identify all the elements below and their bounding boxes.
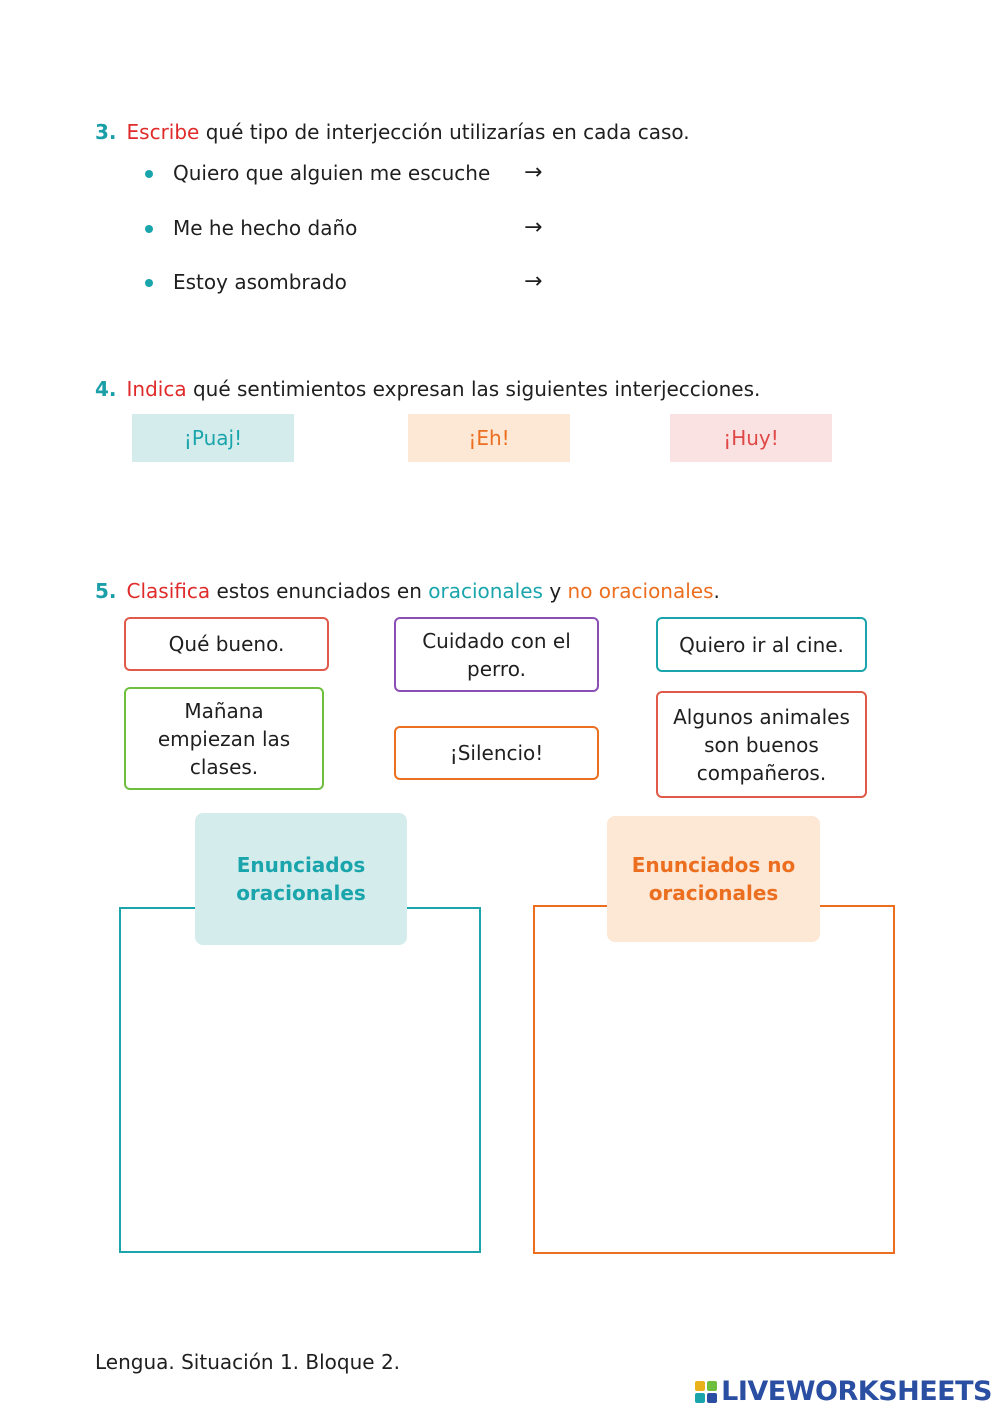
interjection-box-eh: ¡Eh!	[408, 414, 570, 462]
sentence-text: Algunos animales son buenos compañeros.	[673, 704, 850, 785]
question-4-title: 4. Indica qué sentimientos expresan las s…	[95, 377, 760, 401]
sentence-card-animales[interactable]: Algunos animales son buenos compañeros.	[656, 691, 867, 798]
footer-text: Lengua. Situación 1. Bloque 2.	[95, 1350, 401, 1374]
sentence-text: ¡Silencio!	[449, 741, 544, 765]
question-number: 3.	[95, 120, 117, 144]
interjection-label: ¡Puaj!	[183, 426, 243, 450]
bin-label-text: Enunciados no oracionales	[631, 853, 796, 905]
question-text: estos enunciados en	[210, 579, 429, 603]
drop-zone-oracionales[interactable]	[119, 907, 481, 1253]
question-text: .	[713, 579, 720, 603]
liveworksheets-logo-icon	[695, 1380, 718, 1403]
bin-label-text: Enunciados oracionales	[236, 853, 366, 905]
sentence-card-que-bueno[interactable]: Qué bueno.	[124, 617, 329, 671]
bullet-icon	[145, 225, 153, 233]
drop-zone-no-oracionales[interactable]	[533, 905, 895, 1254]
interjection-box-puaj: ¡Puaj!	[132, 414, 294, 462]
sentence-card-cine[interactable]: Quiero ir al cine.	[656, 617, 867, 672]
bin-label-no-oracionales: Enunciados no oracionales	[607, 816, 820, 942]
arrow-right-icon: →	[524, 269, 543, 294]
question-verb: Clasifica	[126, 579, 211, 603]
sentence-card-silencio[interactable]: ¡Silencio!	[394, 726, 599, 780]
category-oracionales: oracionales	[428, 579, 543, 603]
list-item: Me he hecho daño	[173, 216, 358, 240]
list-item: Estoy asombrado	[173, 270, 347, 294]
question-number: 5.	[95, 579, 117, 603]
interjection-label: ¡Huy!	[723, 426, 779, 450]
bullet-icon	[145, 170, 153, 178]
sentence-text: Quiero ir al cine.	[679, 632, 844, 657]
list-item: Quiero que alguien me escuche	[173, 161, 491, 185]
arrow-right-icon: →	[524, 160, 543, 185]
question-text: qué tipo de interjección utilizarías en …	[199, 120, 690, 144]
sentence-text: Mañana empiezan las clases.	[157, 698, 291, 779]
sentence-card-manana[interactable]: Mañana empiezan las clases.	[124, 687, 324, 790]
bullet-icon	[145, 279, 153, 287]
sentence-text: Cuidado con el perro.	[422, 628, 571, 681]
sentence-card-cuidado[interactable]: Cuidado con el perro.	[394, 617, 599, 692]
question-3-title: 3. Escribe qué tipo de interjección utili…	[95, 120, 690, 144]
sentence-text: Qué bueno.	[168, 632, 285, 656]
logo-text: LIVEWORKSHEETS	[721, 1376, 992, 1407]
question-text: qué sentimientos expresan las siguientes…	[186, 377, 761, 401]
arrow-right-icon: →	[524, 215, 543, 240]
question-text: y	[542, 579, 568, 603]
question-verb: Indica	[126, 377, 187, 401]
liveworksheets-logo: LIVEWORKSHEETS	[695, 1376, 992, 1407]
question-number: 4.	[95, 377, 117, 401]
question-verb: Escribe	[126, 120, 200, 144]
interjection-label: ¡Eh!	[468, 426, 510, 450]
question-5-title: 5. Clasifica estos enunciados en oraciona…	[95, 579, 720, 603]
interjection-box-huy: ¡Huy!	[670, 414, 832, 462]
bin-label-oracionales: Enunciados oracionales	[195, 813, 407, 945]
category-no-oracionales: no oracionales	[567, 579, 714, 603]
